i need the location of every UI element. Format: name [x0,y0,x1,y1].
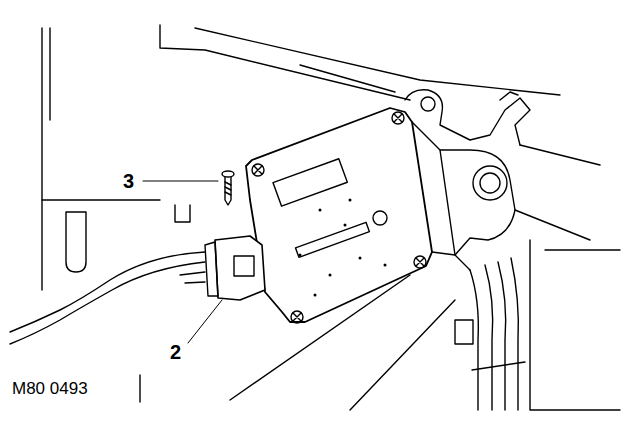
callout-number: 3 [123,171,134,191]
connector-plug [205,242,218,296]
housing-edge [195,28,560,95]
screw [222,171,234,205]
wiring-harness [498,262,506,410]
wiring-harness [485,265,493,410]
actuator-label-plate [273,159,347,206]
wiring-harness [470,270,478,410]
leader-line [143,181,218,182]
figure-ref-bar [139,375,140,402]
bracket-clip [500,92,518,100]
wiring-harness [511,258,518,410]
mounting-bracket [405,90,530,145]
harness-clip [455,320,473,344]
panel-edge [42,199,160,200]
actuator-side [412,122,455,255]
housing-edge [520,145,600,165]
connector-plug [215,236,265,300]
panel-tab [175,205,190,222]
housing-edge [545,249,620,250]
side-bracket [440,150,515,270]
panel-edge [41,28,42,290]
bracket-hole [480,173,500,193]
connector-latch [234,256,254,276]
actuator-body [246,108,432,322]
cable [180,272,205,275]
housing-edge [160,25,410,100]
housing-edge [530,240,620,410]
bracket-hole [473,166,507,200]
housing-edge [515,210,590,240]
cable [10,262,205,344]
actuator-slot [296,222,370,257]
panel-edge [49,28,50,120]
actuator-shaft [373,211,387,225]
leader-line [188,300,222,343]
cable [185,282,205,283]
bracket-hole [421,97,435,111]
housing-edge [300,65,395,92]
body-screws [252,112,426,323]
callout-number: 2 [170,342,181,362]
actuator-dots [299,199,387,297]
harness-tie [472,362,525,370]
trim-edge [350,300,455,410]
panel-slot [66,212,86,272]
figure-reference: M80 0493 [12,380,88,397]
